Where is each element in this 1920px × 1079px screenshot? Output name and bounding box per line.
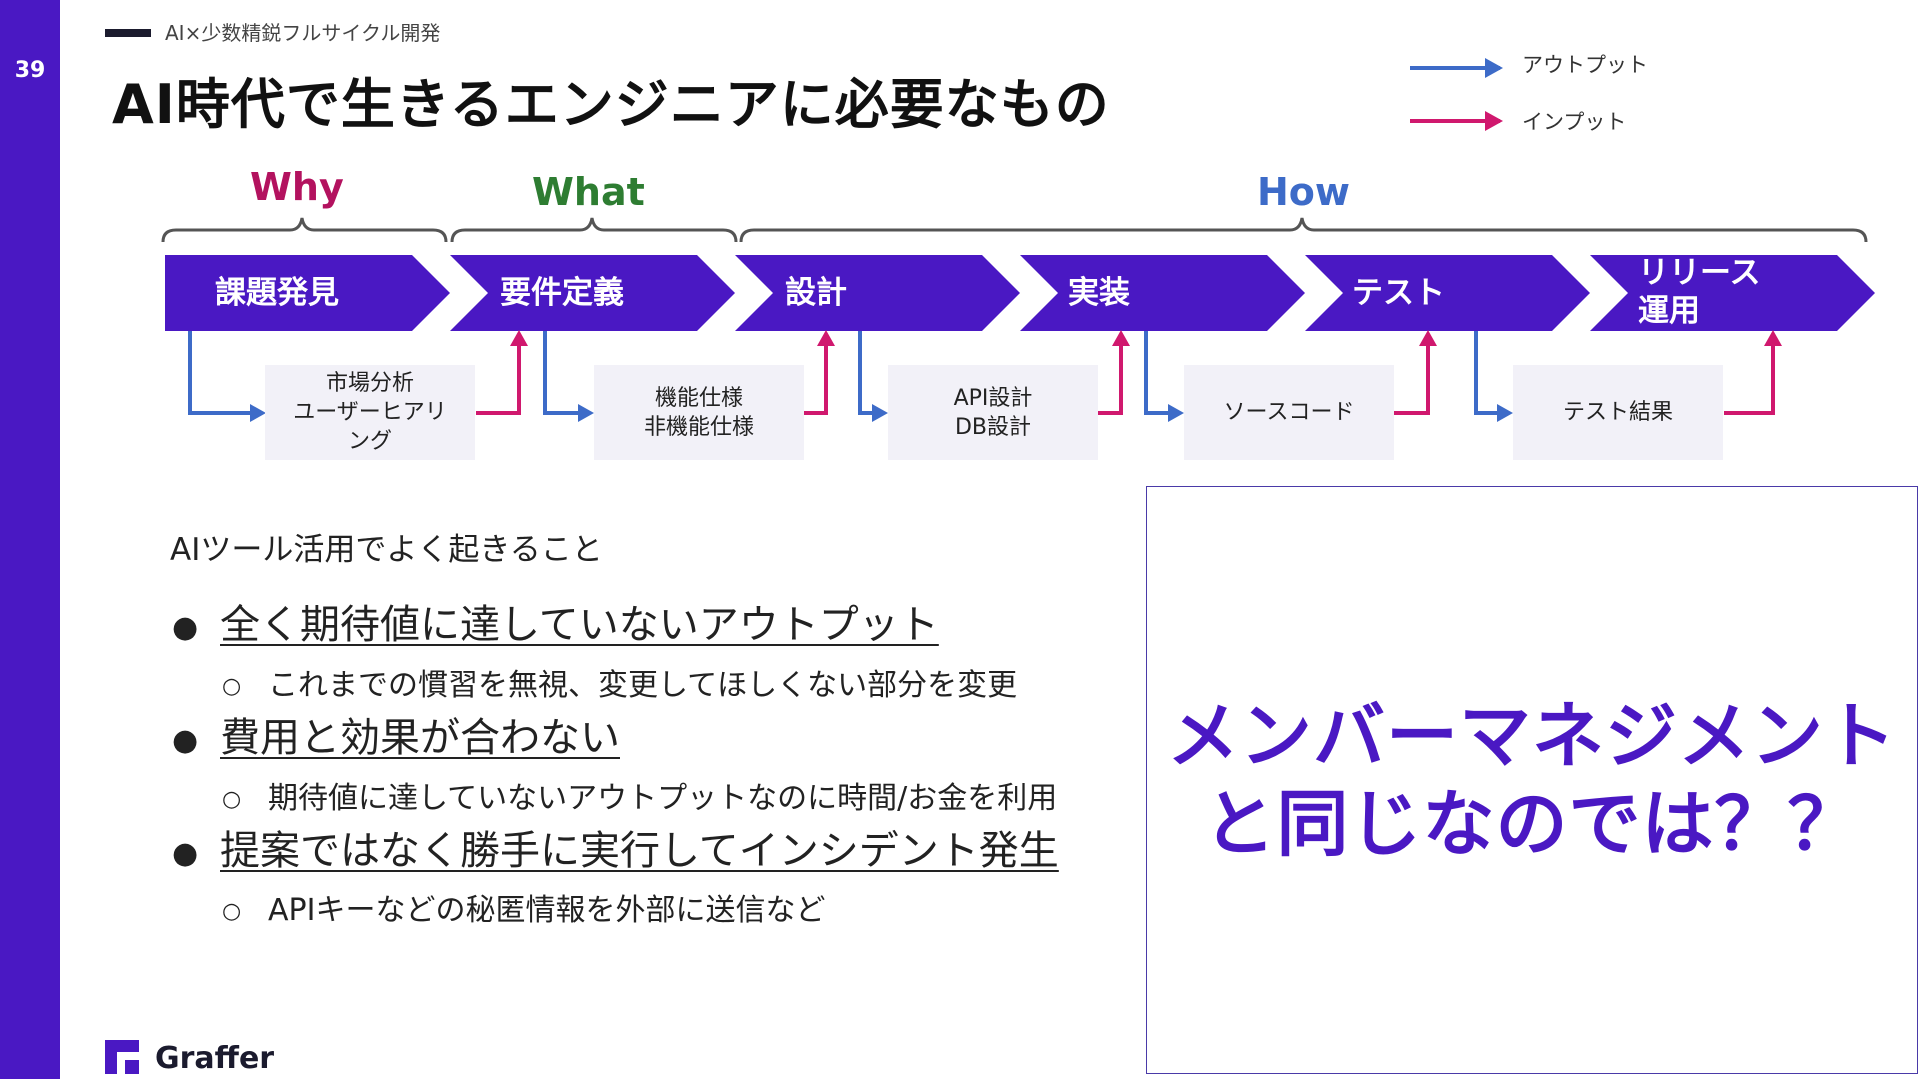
- step-label-3: 設計: [785, 275, 847, 311]
- artifact-line: 機能仕様: [654, 385, 743, 411]
- how-brace: [739, 217, 1868, 243]
- step-label-4: 実装: [1068, 275, 1130, 311]
- output-arrow-2: [543, 331, 583, 415]
- legend-output-label: アウトプット: [1522, 53, 1648, 77]
- artifact-card-3: API設計 DB設計: [888, 365, 1098, 460]
- step-chevron-2: [450, 255, 735, 331]
- sidebar-band: 39: [0, 0, 60, 1079]
- step-chevron-5: [1305, 255, 1590, 331]
- issue-title: 全く期待値に達していないアウトプット: [220, 602, 939, 648]
- legend-input-arrowhead-icon: [1485, 111, 1503, 131]
- callout-line-2: と同じなのでは？？: [1203, 782, 1861, 866]
- output-arrow-4: [1144, 331, 1173, 415]
- legend-input-label: インプット: [1522, 110, 1627, 134]
- issue-detail-text: APIキーなどの秘匿情報を外部に送信など: [268, 893, 826, 928]
- bullet-icon: ●: [172, 722, 199, 758]
- output-arrow-5: [1474, 331, 1502, 415]
- issue-detail: ○ 期待値に達していないアウトプットなのに時間/お金を利用: [222, 773, 1057, 817]
- issue-detail: ○ APIキーなどの秘匿情報を外部に送信など: [222, 885, 825, 929]
- sub-bullet-icon: ○: [222, 674, 242, 699]
- input-arrowhead-5: [1764, 330, 1782, 346]
- input-arrow-3: [1098, 340, 1123, 415]
- step-label-5: テスト: [1352, 275, 1445, 311]
- issue-title: 提案ではなく勝手に実行してインシデント発生: [220, 828, 1059, 874]
- output-arrow-3: [858, 331, 877, 415]
- input-arrow-4: [1394, 340, 1430, 415]
- artifact-line: ソースコード: [1223, 400, 1355, 425]
- issues-heading: AIツール活用でよく起きること: [170, 532, 603, 568]
- step-label-1: 課題発見: [215, 275, 339, 311]
- callout-box: メンバーマネジメント と同じなのでは？？: [1146, 486, 1918, 1074]
- output-arrowhead-2: [578, 404, 594, 422]
- output-arrow-1: [188, 331, 255, 415]
- artifact-line: DB設計: [954, 414, 1032, 440]
- input-arrow-2: [804, 340, 828, 415]
- artifact-line: テスト結果: [1562, 400, 1673, 425]
- eyebrow-bar: [105, 29, 151, 37]
- phase-how-label: How: [1257, 170, 1351, 214]
- output-arrowhead-3: [872, 404, 888, 422]
- artifact-line: 非機能仕様: [643, 414, 754, 440]
- artifact-card-1: 市場分析 ユーザーヒアリ ング: [265, 365, 475, 460]
- artifact-card-4: ソースコード: [1184, 365, 1394, 460]
- artifact-line: API設計: [953, 385, 1033, 411]
- what-brace: [450, 217, 738, 243]
- bullet-icon: ●: [172, 835, 199, 871]
- input-arrowhead-3: [1112, 330, 1130, 346]
- artifact-line: ユーザーヒアリ: [293, 400, 447, 425]
- step-chevron-1: [165, 255, 450, 331]
- issue-detail-text: これまでの慣習を無視、変更してほしくない部分を変更: [268, 668, 1018, 703]
- slide-title: AI時代で生きるエンジニアに必要なもの: [112, 73, 1110, 136]
- input-arrow-1: [476, 340, 521, 415]
- step-label-6-line1: リリース: [1638, 255, 1761, 291]
- artifact-card-2: 機能仕様 非機能仕様: [594, 365, 804, 460]
- output-arrowhead-1: [250, 404, 266, 422]
- input-arrow-5: [1724, 340, 1775, 415]
- phase-what-label: What: [532, 170, 645, 214]
- sub-bullet-icon: ○: [222, 899, 242, 924]
- issue-item: ● 全く期待値に達していないアウトプット: [172, 592, 939, 650]
- input-arrowhead-4: [1419, 330, 1437, 346]
- input-arrowhead-1: [510, 330, 528, 346]
- sub-bullet-icon: ○: [222, 787, 242, 812]
- page-number: 39: [14, 58, 46, 83]
- issue-detail: ○ これまでの慣習を無視、変更してほしくない部分を変更: [222, 660, 1017, 704]
- input-arrowhead-2: [817, 330, 835, 346]
- bullet-icon: ●: [172, 609, 199, 645]
- callout-line-1: メンバーマネジメント: [1166, 694, 1897, 778]
- phase-why-label: Why: [250, 165, 344, 209]
- issue-title: 費用と効果が合わない: [220, 715, 620, 761]
- step-chevron-4: [1020, 255, 1305, 331]
- artifact-line: ング: [347, 429, 392, 454]
- why-brace: [161, 217, 448, 243]
- brand-name: Graffer: [155, 1041, 275, 1076]
- step-label-2: 要件定義: [500, 275, 624, 311]
- issue-item: ● 費用と効果が合わない: [172, 705, 620, 763]
- output-arrowhead-4: [1168, 404, 1184, 422]
- output-arrowhead-5: [1497, 404, 1513, 422]
- artifact-line: 市場分析: [325, 371, 414, 396]
- step-label-6-line2: 運用: [1638, 293, 1700, 329]
- step-chevron-3: [735, 255, 1020, 331]
- graffer-logo-icon: [105, 1040, 139, 1074]
- issue-detail-text: 期待値に達していないアウトプットなのに時間/お金を利用: [268, 781, 1058, 816]
- eyebrow-label: AI×少数精鋭フルサイクル開発: [165, 21, 441, 45]
- step-chevron-6: [1590, 255, 1875, 331]
- artifact-card-5: テスト結果: [1513, 365, 1723, 460]
- issue-item: ● 提案ではなく勝手に実行してインシデント発生: [172, 818, 1059, 876]
- legend-output-arrowhead-icon: [1485, 58, 1503, 78]
